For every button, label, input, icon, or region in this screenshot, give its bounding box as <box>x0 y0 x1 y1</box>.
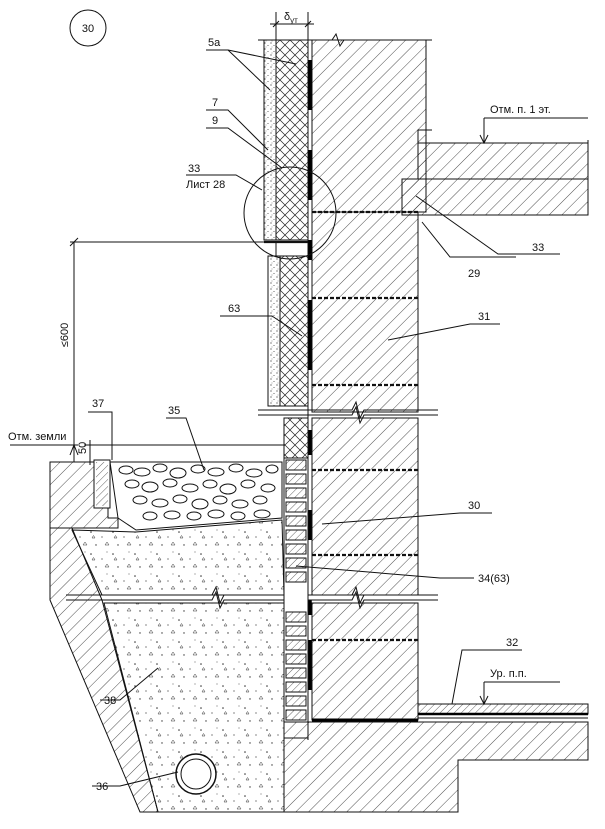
dimension-50 <box>84 440 284 465</box>
label-7: 7 <box>212 97 218 109</box>
curb-stone <box>93 459 111 509</box>
label-list-28: Лист 28 <box>186 179 225 191</box>
leader-lines <box>88 49 560 787</box>
backfill-lower <box>103 602 285 813</box>
basement-wall-blocks <box>311 417 419 721</box>
label-floor-level: Отм. п. 1 эт. <box>490 104 551 116</box>
sheet-number: 30 <box>82 23 94 35</box>
ground-level-marker <box>10 443 79 462</box>
label-34-63: 34(63) <box>478 573 510 585</box>
floor-slab <box>401 129 589 216</box>
label-33-callout: 33 <box>188 163 200 175</box>
label-basement-floor: Ур. п.п. <box>490 668 527 680</box>
label-30: 30 <box>468 500 480 512</box>
label-37: 37 <box>92 398 104 410</box>
label-38: 38 <box>104 695 116 707</box>
basement-floor-marker <box>479 681 560 706</box>
label-32: 32 <box>506 637 518 649</box>
sheet-number-badge: 30 <box>69 9 107 47</box>
dimension-600 <box>69 237 264 462</box>
label-29: 29 <box>468 268 480 280</box>
detail-callout-circle <box>243 166 337 260</box>
label-9: 9 <box>212 115 218 127</box>
label-33-slab: 33 <box>532 242 544 254</box>
break-line-upper <box>258 400 438 425</box>
label-36: 36 <box>96 781 108 793</box>
protection-bricks <box>285 459 307 721</box>
foundation-footing <box>283 721 589 813</box>
backfill-upper <box>71 519 285 596</box>
label-dim-50: 50 <box>77 442 89 454</box>
label-5a: 5а <box>208 37 221 49</box>
insulation-layer-upper <box>263 39 312 740</box>
top-break-line <box>258 32 432 48</box>
label-dim-600: ≤600 <box>59 323 71 347</box>
upper-masonry-wall <box>311 39 427 413</box>
thickness-label: δут <box>284 11 298 25</box>
label-63: 63 <box>228 303 240 315</box>
floor-level-marker <box>479 117 588 145</box>
label-ground-level: Отм. земли <box>8 431 66 443</box>
floor-on-ground <box>312 690 589 722</box>
thickness-dimension: δут <box>270 11 314 40</box>
label-31: 31 <box>478 311 490 323</box>
gravel-fill <box>109 461 283 531</box>
label-35: 35 <box>168 405 180 417</box>
drainage-pipe <box>175 753 217 795</box>
